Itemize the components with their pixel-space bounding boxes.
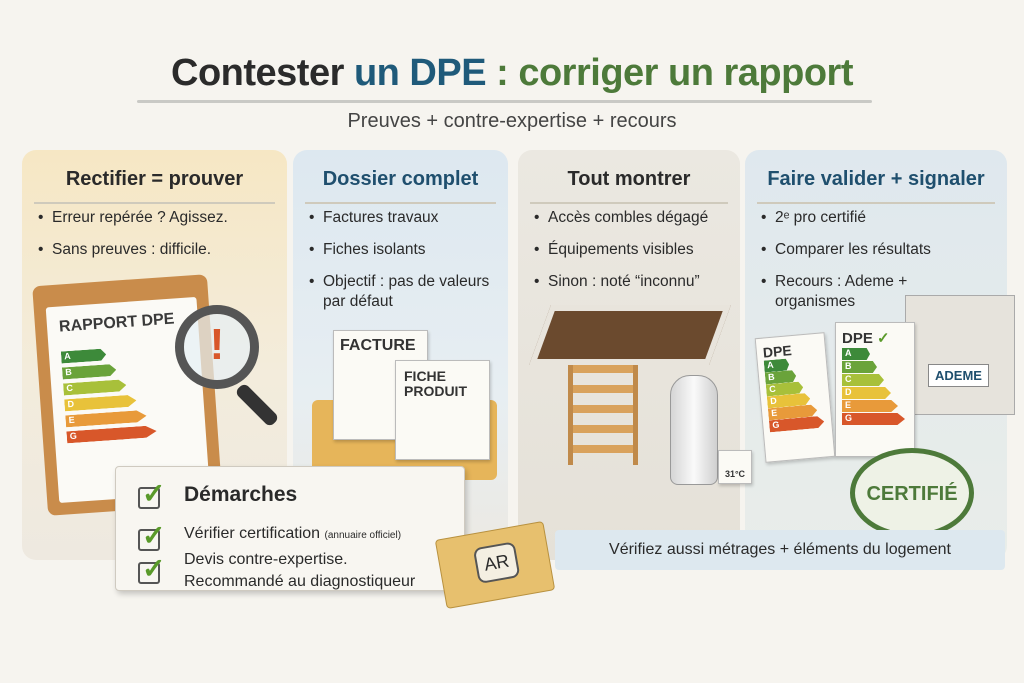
bullet: Équipements visibles — [534, 240, 732, 260]
panel-heading: Dossier complet — [293, 168, 508, 204]
ademe-building-icon: ADEME — [905, 295, 1015, 415]
report-title: RAPPORT DPE — [58, 310, 175, 336]
energy-bar-D: D — [842, 387, 891, 399]
temperature-label: 31°C — [718, 450, 752, 484]
bullet: Erreur repérée ? Agissez. — [38, 208, 279, 228]
energy-bar-A: A — [61, 348, 107, 363]
panel-heading: Rectifier = prouver — [22, 168, 287, 204]
page-title: Contester un DPE : corriger un rapport — [171, 52, 853, 94]
step-item: Recommandé au diagnostiqueur — [184, 573, 416, 590]
checkbox-icon — [138, 477, 165, 510]
bullet: Recours : Ademe + organismes — [761, 272, 911, 312]
water-heater-icon — [670, 375, 718, 485]
certified-stamp: CERTIFIÉ — [850, 448, 974, 538]
energy-bar-B: B — [842, 361, 877, 373]
bullet: Sinon : noté “inconnu” — [534, 272, 732, 292]
bullet: Objectif : pas de valeurs par défaut — [309, 272, 500, 312]
footer-note: Vérifiez aussi métrages + éléments du lo… — [555, 530, 1005, 570]
step-item: Devis contre-expertise. — [184, 551, 348, 568]
panel-heading: Faire valider + signaler — [745, 168, 1007, 204]
energy-bar-C: C — [63, 379, 127, 395]
bullet: 2ᵉ pro certifié — [761, 208, 911, 228]
panel-heading: Tout montrer — [518, 168, 740, 204]
energy-bar-A: A — [764, 358, 790, 372]
checkbox-icon — [138, 552, 165, 585]
steps-box: Démarches Vérifier certification (annuai… — [115, 466, 465, 591]
attic-hatch-icon — [529, 305, 731, 365]
steps-title: Démarches — [184, 483, 298, 506]
bullet: Fiches isolants — [309, 240, 500, 260]
energy-bar-E: E — [842, 400, 898, 412]
energy-bar-G: G — [842, 413, 905, 425]
bullet: Factures travaux — [309, 208, 500, 228]
energy-bar-A: A — [842, 348, 870, 360]
bullet: Comparer les résultats — [761, 240, 931, 260]
subtitle: Preuves + contre-expertise + recours — [347, 110, 677, 132]
energy-bar-G: G — [66, 425, 157, 443]
bullet: Accès combles dégagé — [534, 208, 732, 228]
energy-bar-D: D — [64, 394, 137, 411]
product-sheet-document: FICHE PRODUIT — [395, 360, 490, 460]
energy-bar-E: E — [65, 410, 147, 428]
bullet: Sans preuves : difficile. — [38, 240, 279, 260]
energy-bar-B: B — [62, 364, 117, 380]
step-item: Vérifier certification (annuaire officie… — [184, 525, 402, 542]
title-divider — [137, 100, 872, 103]
energy-bar-C: C — [842, 374, 884, 386]
checkbox-icon — [138, 519, 165, 552]
magnifier-icon: ! — [175, 305, 259, 389]
ladder-icon — [568, 365, 638, 465]
